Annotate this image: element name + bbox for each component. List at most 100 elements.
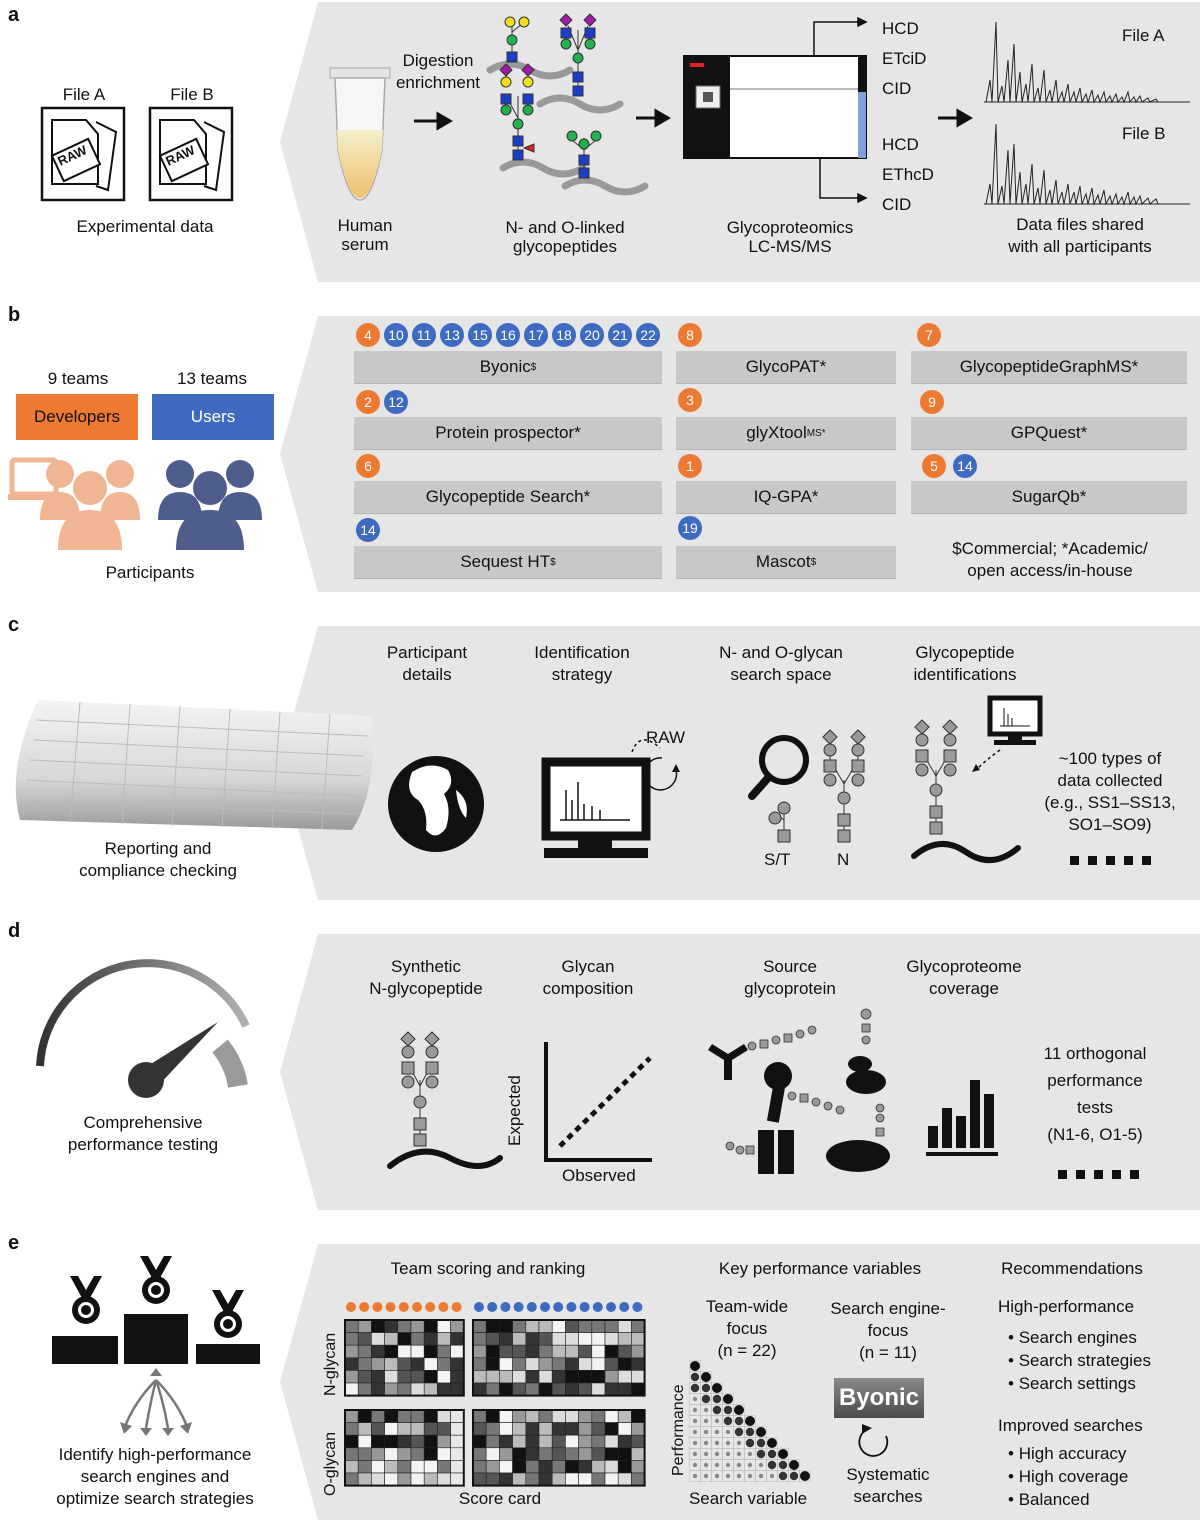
user-dot [579,1302,590,1312]
matrix-dot [712,1405,722,1415]
improved-list: • High accuracy • High coverage • Balanc… [1008,1444,1129,1509]
matrix-dot [756,1438,766,1448]
byonic-logo: Byonic [834,1378,924,1418]
team-badge: 9 [920,390,944,414]
team-badge: 19 [678,516,702,540]
matrix-dot [745,1427,755,1437]
team-badge: 7 [917,323,941,347]
matrix-dot [756,1449,766,1459]
matrix-dot [767,1438,777,1448]
matrix-dot [725,1473,731,1479]
synthetic-glycopeptide-glyph [400,1031,440,1147]
tool-prospector: Protein prospector* [354,417,662,450]
matrix-dot [778,1471,788,1481]
panel-letter-b: b [8,304,21,326]
small-monitor-icon [972,695,1043,772]
user-team-icon [158,460,262,550]
tool-mascot: Mascot$ [676,546,896,579]
matrix-dot [758,1462,764,1468]
team-badge: 22 [636,323,660,347]
expected-observed-plot-icon [544,1042,652,1162]
developer-count: 9 teams [47,369,109,388]
team-badge: 20 [580,323,604,347]
ellipsis-icon [1070,856,1151,865]
user-dot [513,1302,524,1312]
matrix-dot [714,1462,720,1468]
developer-dot [438,1302,449,1312]
developers-box: Developers [16,394,138,440]
developer-dot [372,1302,383,1312]
matrix-dot [692,1473,698,1479]
tool-iqgpa: IQ-GPA* [676,481,896,514]
recommendations-title: Recommendations [1001,1259,1143,1278]
matrix-dot [692,1418,698,1424]
matrix-dot [756,1427,766,1437]
matrix-dot [690,1372,700,1382]
matrix-dot [703,1407,709,1413]
developer-team-icon [8,457,140,550]
matrix-dot [692,1451,698,1457]
panel-letter-e: e [8,1232,20,1254]
team-badge: 2 [356,390,380,414]
matrix-dot [703,1429,709,1435]
bar-chart-icon [926,1080,998,1156]
arrow-right-icon [414,108,973,131]
team-badge: 18 [552,323,576,347]
matrix-dot [734,1416,744,1426]
team-badge: 17 [524,323,548,347]
matrix-dot [800,1471,810,1481]
team-badge: 15 [468,323,492,347]
spectrum-file-a-label: File A [1122,26,1165,45]
matrix-dot [703,1451,709,1457]
key-variables-title: Key performance variables [718,1259,922,1278]
matrix-dot [714,1429,720,1435]
experimental-data-label: Experimental data [76,217,214,236]
developer-dot [359,1302,370,1312]
user-count: 13 teams [177,369,247,388]
spectrum-file-b-label: File B [1122,124,1166,143]
developer-dot [451,1302,462,1312]
team-badge: 8 [678,323,702,347]
matrix-dot [692,1440,698,1446]
developer-dot [385,1302,396,1312]
developer-dot [412,1302,422,1312]
team-badge: 12 [384,390,408,414]
tool-byonic: Byonic$ [354,351,662,384]
tool-gpquest: GPQuest* [911,417,1187,450]
tool-gpsearch: Glycopeptide Search* [354,481,662,514]
team-badge: 3 [678,388,702,412]
improved-label: Improved searches [998,1416,1143,1435]
team-badge: 21 [608,323,632,347]
matrix-dot [767,1460,777,1470]
panel-letter-c: c [8,614,20,636]
file-a-label: File A [62,85,106,104]
glycoprotein-shapes-icon [708,1044,890,1174]
matrix-dot [725,1451,731,1457]
matrix-dot [723,1405,733,1415]
user-dot [592,1302,603,1312]
matrix-dot [723,1416,733,1426]
matrix-dot [703,1473,709,1479]
arrows-out-icon [124,1379,188,1429]
raw-file-b-icon [148,106,234,202]
